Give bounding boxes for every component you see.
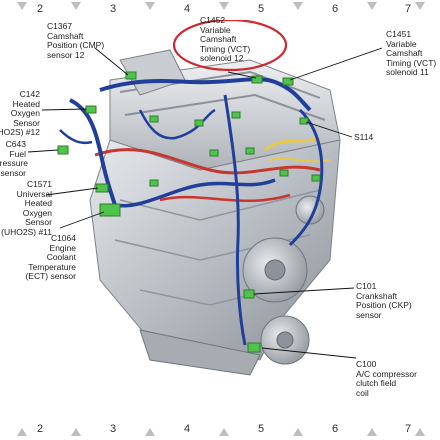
leader-line-s114 — [305, 121, 353, 138]
engine-illustration — [27, 20, 383, 376]
ruler-number: 5 — [257, 423, 265, 435]
blue-harness — [288, 108, 324, 247]
connector-fuel-pressure — [57, 145, 69, 155]
connector-vct-11 — [282, 77, 294, 86]
ruler-number: 3 — [109, 423, 117, 435]
ruler-tick — [415, 2, 425, 10]
ruler-tick — [415, 428, 425, 436]
ruler-tick — [17, 2, 27, 10]
top-grid-ruler: 2 3 4 5 6 7 — [0, 0, 440, 20]
ruler-tick — [219, 428, 229, 436]
ruler-number: 7 — [404, 423, 412, 435]
leader-line-c1571 — [45, 187, 99, 196]
leader-line-c1451 — [289, 47, 383, 81]
ruler-number: 5 — [257, 3, 265, 15]
yellow-harness — [269, 157, 331, 163]
connector-misc — [149, 115, 159, 123]
ruler-number: 7 — [404, 3, 412, 15]
ruler-tick — [367, 2, 377, 10]
leader-lines — [27, 47, 383, 359]
leader-line-c1452 — [227, 71, 257, 79]
ruler-tick — [219, 2, 229, 10]
ruler-number: 6 — [331, 3, 339, 15]
connector-ect — [99, 203, 121, 217]
leader-line-c101 — [253, 287, 355, 295]
connector-misc — [149, 179, 159, 187]
connector-misc — [194, 119, 204, 127]
blue-harness — [69, 98, 117, 206]
connector-cmp — [125, 71, 137, 80]
highlight-circle — [172, 20, 288, 72]
callout-s114: S114 — [354, 132, 374, 142]
leader-line-c100 — [261, 347, 357, 359]
connector-misc — [279, 169, 289, 177]
callout-c101: C101 Crankshaft Position (CKP) sensor — [356, 281, 412, 320]
connector-misc — [311, 174, 321, 182]
callout-c1451: C1451 Variable Camshaft Timing (VCT) sol… — [386, 29, 437, 77]
connector-ac-clutch — [247, 342, 261, 353]
blue-harness — [99, 77, 312, 112]
ruler-tick — [17, 428, 27, 436]
ruler-number: 4 — [183, 423, 191, 435]
callout-c1367: C1367 Camshaft Position (CMP) sensor 12 — [47, 21, 105, 60]
block-rib — [119, 189, 321, 221]
ruler-tick — [293, 428, 303, 436]
ruler-tick — [71, 428, 81, 436]
ruler-tick — [367, 428, 377, 436]
connector-vct-12 — [251, 75, 263, 84]
ruler-number: 4 — [183, 3, 191, 15]
connector-misc — [209, 149, 219, 157]
yellow-harness — [264, 136, 321, 152]
ruler-tick — [293, 2, 303, 10]
blue-harness — [59, 129, 93, 145]
ac-pulley-hub — [276, 331, 294, 349]
red-harness — [159, 193, 291, 202]
callout-c1064: C1064 Engine Coolant Temperature (ECT) s… — [25, 233, 76, 281]
ruler-number: 2 — [36, 423, 44, 435]
connector-ckp — [243, 289, 255, 299]
red-harness — [94, 148, 321, 175]
callout-c142: C142 Heated Oxygen Sensor (HO2S) #12 — [0, 89, 40, 137]
bottom-grid-ruler: 2 3 4 5 6 7 — [0, 420, 440, 440]
ruler-number: 3 — [109, 3, 117, 15]
ruler-tick — [145, 2, 155, 10]
leader-line-c1064 — [59, 211, 105, 229]
blue-harness — [138, 108, 216, 140]
ruler-tick — [71, 2, 81, 10]
callout-c100: C100 A/C compressor clutch field coil — [356, 359, 417, 398]
callout-c643: C643 Fuel Pressure sensor — [0, 139, 29, 178]
engine-diagram: C1367 Camshaft Position (CMP) sensor 12 … — [0, 15, 440, 420]
callout-c1571: C1571 Universal Heated Oxygen Sensor (UH… — [1, 179, 52, 237]
leader-line-c142 — [41, 108, 87, 111]
connector-misc — [231, 111, 241, 119]
ruler-number: 2 — [36, 3, 44, 15]
crank-pulley-hub — [264, 259, 286, 281]
ruler-number: 6 — [331, 423, 339, 435]
leader-line-c643 — [27, 149, 59, 153]
oil-pan — [139, 329, 261, 376]
connector-misc — [245, 147, 255, 155]
ruler-tick — [145, 428, 155, 436]
leader-line-c1367 — [94, 47, 129, 76]
blue-harness — [223, 94, 247, 346]
callout-c1452: C1452 Variable Camshaft Timing (VCT) sol… — [200, 15, 251, 63]
connector-ho2s-12 — [85, 105, 97, 114]
connector-s114 — [299, 117, 309, 125]
blue-harness — [114, 178, 276, 208]
